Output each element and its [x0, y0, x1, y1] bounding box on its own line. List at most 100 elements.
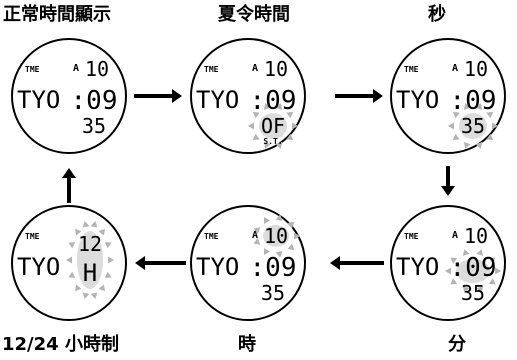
highlight-marker — [98, 228, 105, 236]
highlight-marker — [263, 248, 271, 256]
arrow-minute-to-hour — [330, 256, 384, 270]
highlight-marker — [275, 214, 283, 221]
highlight-glow — [456, 259, 490, 283]
mode-indicator: TME — [25, 232, 40, 241]
highlight-marker — [475, 103, 483, 110]
watch-face-outline — [11, 38, 127, 154]
alarm-indicator: A — [452, 230, 458, 241]
highlight-marker — [476, 286, 484, 293]
seconds-digits: 35 — [461, 114, 485, 138]
highlight-marker — [98, 284, 105, 292]
highlight-marker — [75, 284, 82, 292]
highlight-marker — [104, 242, 112, 249]
highlight-glow — [77, 231, 103, 289]
hour-digits: 10 — [264, 57, 288, 81]
highlight-marker — [476, 249, 484, 256]
city-code: TYO — [396, 253, 439, 281]
highlight-glow — [259, 113, 287, 139]
mode-indicator: TME — [204, 232, 219, 241]
highlight-marker — [488, 257, 496, 264]
highlight-marker — [286, 133, 294, 141]
hour-digits: 10 — [85, 57, 109, 81]
hour-digits: 10 — [264, 224, 288, 248]
arrow-hour-to-format — [135, 256, 186, 270]
alarm-indicator: A — [452, 63, 458, 74]
highlight-marker — [492, 122, 498, 130]
caption-hour: 時 — [238, 334, 256, 355]
highlight-marker — [495, 267, 501, 275]
seconds-digits: 35 — [82, 114, 106, 138]
highlight-glow — [263, 225, 289, 247]
mode-indicator: TME — [404, 65, 419, 74]
highlight-marker — [68, 271, 76, 278]
highlight-marker — [452, 133, 460, 141]
highlight-marker — [462, 249, 470, 256]
highlight-marker — [486, 111, 494, 119]
hours-highlight — [253, 214, 300, 258]
highlight-marker — [275, 251, 283, 258]
highlight-marker — [286, 111, 294, 119]
minute-digits: :09 — [450, 253, 497, 283]
highlight-marker — [253, 238, 261, 245]
arrow-head — [135, 256, 145, 270]
alarm-indicator: A — [252, 230, 258, 241]
minute-digits: :09 — [450, 86, 497, 116]
seconds-highlight — [248, 103, 298, 149]
city-code: TYO — [196, 253, 239, 281]
arrow-head — [441, 186, 455, 196]
highlight-marker — [248, 122, 254, 130]
highlight-marker — [287, 221, 295, 229]
highlight-marker — [263, 142, 271, 149]
highlight-marker — [275, 103, 283, 110]
highlight-marker — [90, 292, 98, 299]
highlight-marker — [486, 133, 494, 141]
mode-indicator: TME — [25, 65, 40, 74]
highlight-marker — [252, 111, 260, 119]
city-code: TYO — [196, 86, 239, 114]
hour-digits: 10 — [464, 57, 488, 81]
arrow-seconds-to-minute — [441, 166, 455, 196]
highlight-marker — [82, 221, 90, 228]
highlight-marker — [90, 221, 98, 228]
highlight-marker — [68, 242, 76, 249]
caption-dst: 夏令時間 — [218, 4, 290, 25]
highlight-marker — [104, 271, 112, 278]
dst-label: S.T. — [263, 137, 282, 146]
city-code: TYO — [17, 253, 60, 281]
minute-digits: :09 — [71, 86, 118, 116]
mode-indicator: TME — [404, 232, 419, 241]
arrow-head — [62, 168, 76, 178]
highlight-marker — [450, 278, 458, 285]
caption-minute: 分 — [448, 334, 466, 355]
arrow-head — [373, 89, 383, 103]
highlight-glow — [459, 113, 487, 139]
highlight-marker — [82, 292, 90, 299]
mode-indicator: TME — [204, 65, 219, 74]
highlight-marker — [445, 267, 451, 275]
highlight-marker — [252, 133, 260, 141]
watch-face-outline — [390, 205, 506, 321]
minute-digits: :09 — [250, 86, 297, 116]
format-unit: H — [83, 259, 97, 287]
highlight-marker — [475, 142, 483, 149]
highlight-marker — [463, 103, 471, 110]
highlight-marker — [75, 228, 82, 236]
city-code: TYO — [17, 86, 60, 114]
seconds-highlight — [448, 103, 498, 149]
format-highlight — [66, 221, 114, 299]
alarm-indicator: A — [252, 63, 258, 74]
city-code: TYO — [396, 86, 439, 114]
highlight-marker — [448, 122, 454, 130]
watch-face-outline — [11, 205, 127, 321]
caption-12-24-hour: 12/24 小時制 — [2, 334, 119, 355]
arrow-dst-to-seconds — [335, 89, 383, 103]
caption-normal-time-display: 正常時間顯示 — [3, 4, 111, 25]
arrow-format-to-normal — [62, 168, 76, 203]
highlight-marker — [263, 216, 271, 224]
